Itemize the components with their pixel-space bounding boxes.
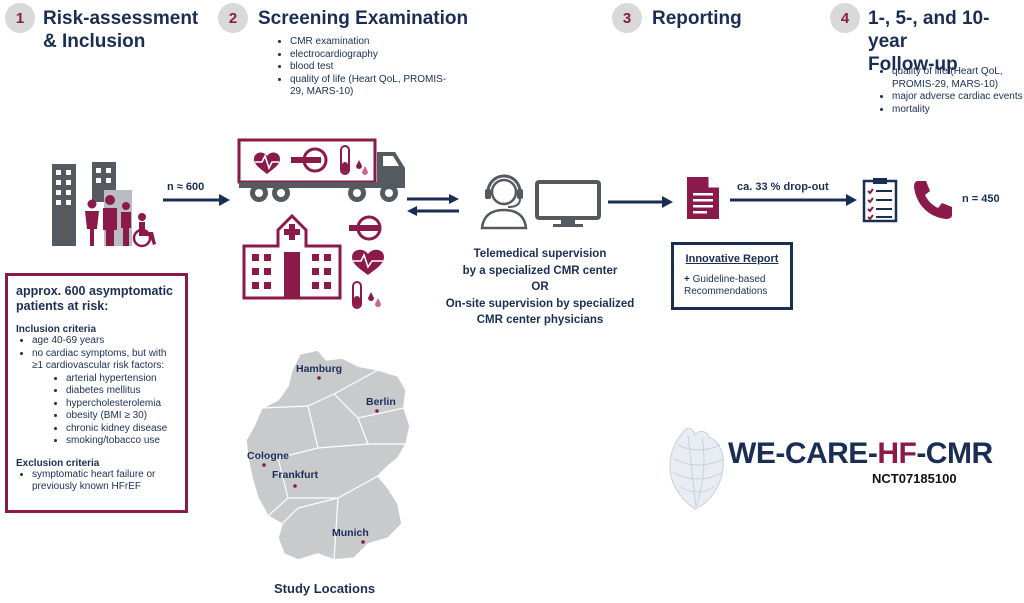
supervision-line: On-site supervision by specialized: [445, 297, 635, 310]
step-1-number: 1: [5, 3, 35, 33]
supervision-line: OR: [531, 281, 549, 293]
risk-factor-list: arterial hypertension diabetes mellitus …: [16, 373, 177, 448]
innovative-report-box: Innovative Report + Guideline-based Reco…: [671, 242, 793, 310]
step-2-items: CMR examination electrocardiography bloo…: [268, 36, 450, 99]
step-2-title: Screening Examination: [258, 8, 469, 29]
bidirectional-arrows-icon: [407, 194, 459, 216]
patients-heading: approx. 600 asymptomatic patients at ris…: [16, 284, 177, 314]
report-box-line2: Recommendations: [684, 286, 768, 297]
germany-map: [245, 349, 411, 561]
risk-factor-item: obesity (BMI ≥ 30): [66, 410, 177, 423]
report-box-plus: +: [684, 274, 690, 285]
map-caption: Study Locations: [274, 581, 376, 596]
headset-operator-icon: [480, 174, 528, 230]
n-start-label: n ≈ 600: [167, 181, 205, 193]
logo-part-3: -CMR: [916, 437, 993, 470]
cmr-scanner-icon: [349, 215, 382, 241]
city-label: Hamburg: [296, 363, 343, 375]
risk-factor-item: smoking/tobacco use: [66, 435, 177, 448]
logo-part-1: WE-CARE-: [728, 437, 878, 470]
truck-icon: [237, 138, 405, 202]
risk-factor-item: chronic kidney disease: [66, 423, 177, 436]
step-3-title: Reporting: [652, 8, 742, 29]
step-4-item: mortality: [892, 104, 1024, 117]
n-end-label: n = 450: [962, 193, 1000, 205]
patients-heading-line1: approx. 600 asymptomatic: [16, 284, 174, 298]
step-4-title-line2: Follow-up: [868, 54, 958, 75]
supervision-line: Telemedical supervision: [473, 248, 607, 260]
step-2-item: CMR examination: [290, 36, 450, 49]
patients-heading-line2: patients at risk:: [16, 299, 109, 313]
exclusion-item: symptomatic heart failure or previously …: [32, 469, 177, 494]
city-label: Frankfurt: [272, 469, 319, 481]
step-4-item: quality of life (Heart QoL, PROMIS-29, M…: [892, 66, 1024, 91]
family-icon: [85, 195, 156, 248]
step-3-number: 3: [612, 3, 642, 33]
monitor-icon: [535, 180, 601, 227]
arrow-right-icon: [163, 194, 230, 206]
exclusion-title: Exclusion criteria: [16, 457, 100, 469]
buildings-icon: [52, 162, 156, 248]
inclusion-list: age 40-69 years no cardiac symptoms, but…: [16, 335, 177, 373]
heart-logo-icon: [669, 427, 725, 510]
phone-icon: [914, 181, 952, 219]
step-4-item: major adverse cardiac events: [892, 91, 1024, 104]
dropout-label: ca. 33 % drop-out: [737, 181, 829, 193]
step-4-title: 1-, 5-, and 10-year Follow-up: [868, 7, 1024, 76]
inclusion-item: no cardiac symptoms, but with ≥1 cardiov…: [32, 348, 177, 373]
supervision-line: CMR center physicians: [476, 314, 604, 326]
inclusion-title: Inclusion criteria: [16, 324, 97, 335]
step-2-item: quality of life (Heart QoL, PROMIS-29, M…: [290, 74, 450, 99]
risk-factor-item: arterial hypertension: [66, 373, 177, 386]
risk-factor-item: hypercholesterolemia: [66, 398, 177, 411]
step-1-title: Risk-assessment & Inclusion: [43, 7, 198, 53]
heart-ecg-icon: [352, 249, 384, 275]
step-2-item: blood test: [290, 61, 450, 74]
report-box-line1: Guideline-based: [692, 274, 766, 285]
document-icon: [687, 177, 719, 219]
step-2-number: 2: [218, 3, 248, 33]
supervision-line: by a specialized CMR center: [462, 264, 618, 277]
inclusion-item: age 40-69 years: [32, 335, 177, 348]
step-4-items: quality of life (Heart QoL, PROMIS-29, M…: [870, 66, 1024, 116]
trial-id: NCT07185100: [872, 471, 957, 486]
city-label: Berlin: [366, 396, 396, 408]
risk-factor-item: diabetes mellitus: [66, 385, 177, 398]
step-4-title-line1: 1-, 5-, and 10-year: [868, 8, 990, 52]
checklist-icon: [862, 178, 898, 223]
exclusion-list: symptomatic heart failure or previously …: [16, 469, 177, 494]
logo-part-2: HF: [877, 437, 917, 470]
arrow-right-icon: [608, 196, 673, 208]
city-label: Cologne: [247, 450, 289, 462]
logo-wordmark: WE-CARE-HF-CMR: [728, 437, 993, 471]
report-box-title: Innovative Report: [685, 253, 779, 265]
step-1-title-line2: & Inclusion: [43, 31, 146, 52]
blood-test-icon: [352, 281, 381, 309]
step-1-title-line1: Risk-assessment: [43, 8, 199, 29]
report-box-text: + Guideline-based Recommendations: [684, 274, 780, 298]
patients-box: approx. 600 asymptomatic patients at ris…: [5, 273, 188, 513]
arrow-right-icon: [730, 194, 857, 206]
step-4-number: 4: [830, 3, 860, 33]
city-label: Munich: [332, 527, 369, 539]
supervision-text: Telemedical supervision by a specialized…: [425, 246, 655, 329]
step-2-item: electrocardiography: [290, 49, 450, 62]
hospital-side-icons: [349, 215, 384, 309]
hospital-icon: [242, 213, 342, 300]
